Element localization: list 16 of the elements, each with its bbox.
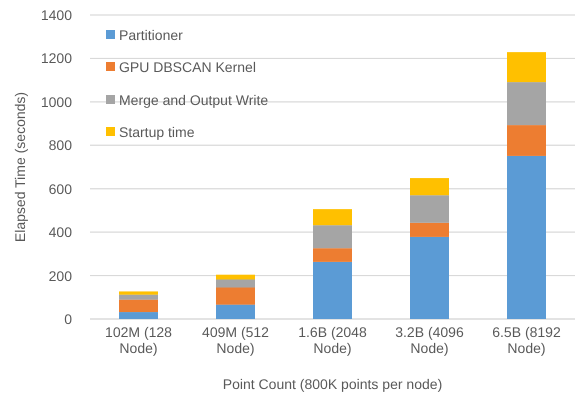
x-axis-title: Point Count (800K points per node) bbox=[222, 376, 444, 392]
x-tick-label: 1.6B (2048 Node) bbox=[297, 324, 368, 356]
legend-label: Partitioner bbox=[119, 27, 183, 43]
x-tick-label: 102M (128 Node) bbox=[104, 324, 173, 356]
x-tick-label: 409M (512 Node) bbox=[201, 324, 270, 356]
y-tick-label: 0 bbox=[63, 311, 72, 327]
y-tick-label: 1400 bbox=[40, 7, 72, 23]
y-tick-label: 600 bbox=[48, 180, 72, 197]
legend-label: Startup time bbox=[119, 124, 194, 140]
y-axis-title: Elapsed Time (seconds) bbox=[12, 92, 28, 242]
x-tick-label: 6.5B (8192 Node) bbox=[491, 324, 562, 356]
legend-label: GPU DBSCAN Kernel bbox=[119, 59, 256, 75]
legend-label: Merge and Output Write bbox=[119, 92, 268, 108]
y-tick-label: 1200 bbox=[40, 50, 72, 66]
x-tick-label: 3.2B (4096 Node) bbox=[394, 324, 465, 356]
y-tick-label: 200 bbox=[48, 268, 72, 284]
